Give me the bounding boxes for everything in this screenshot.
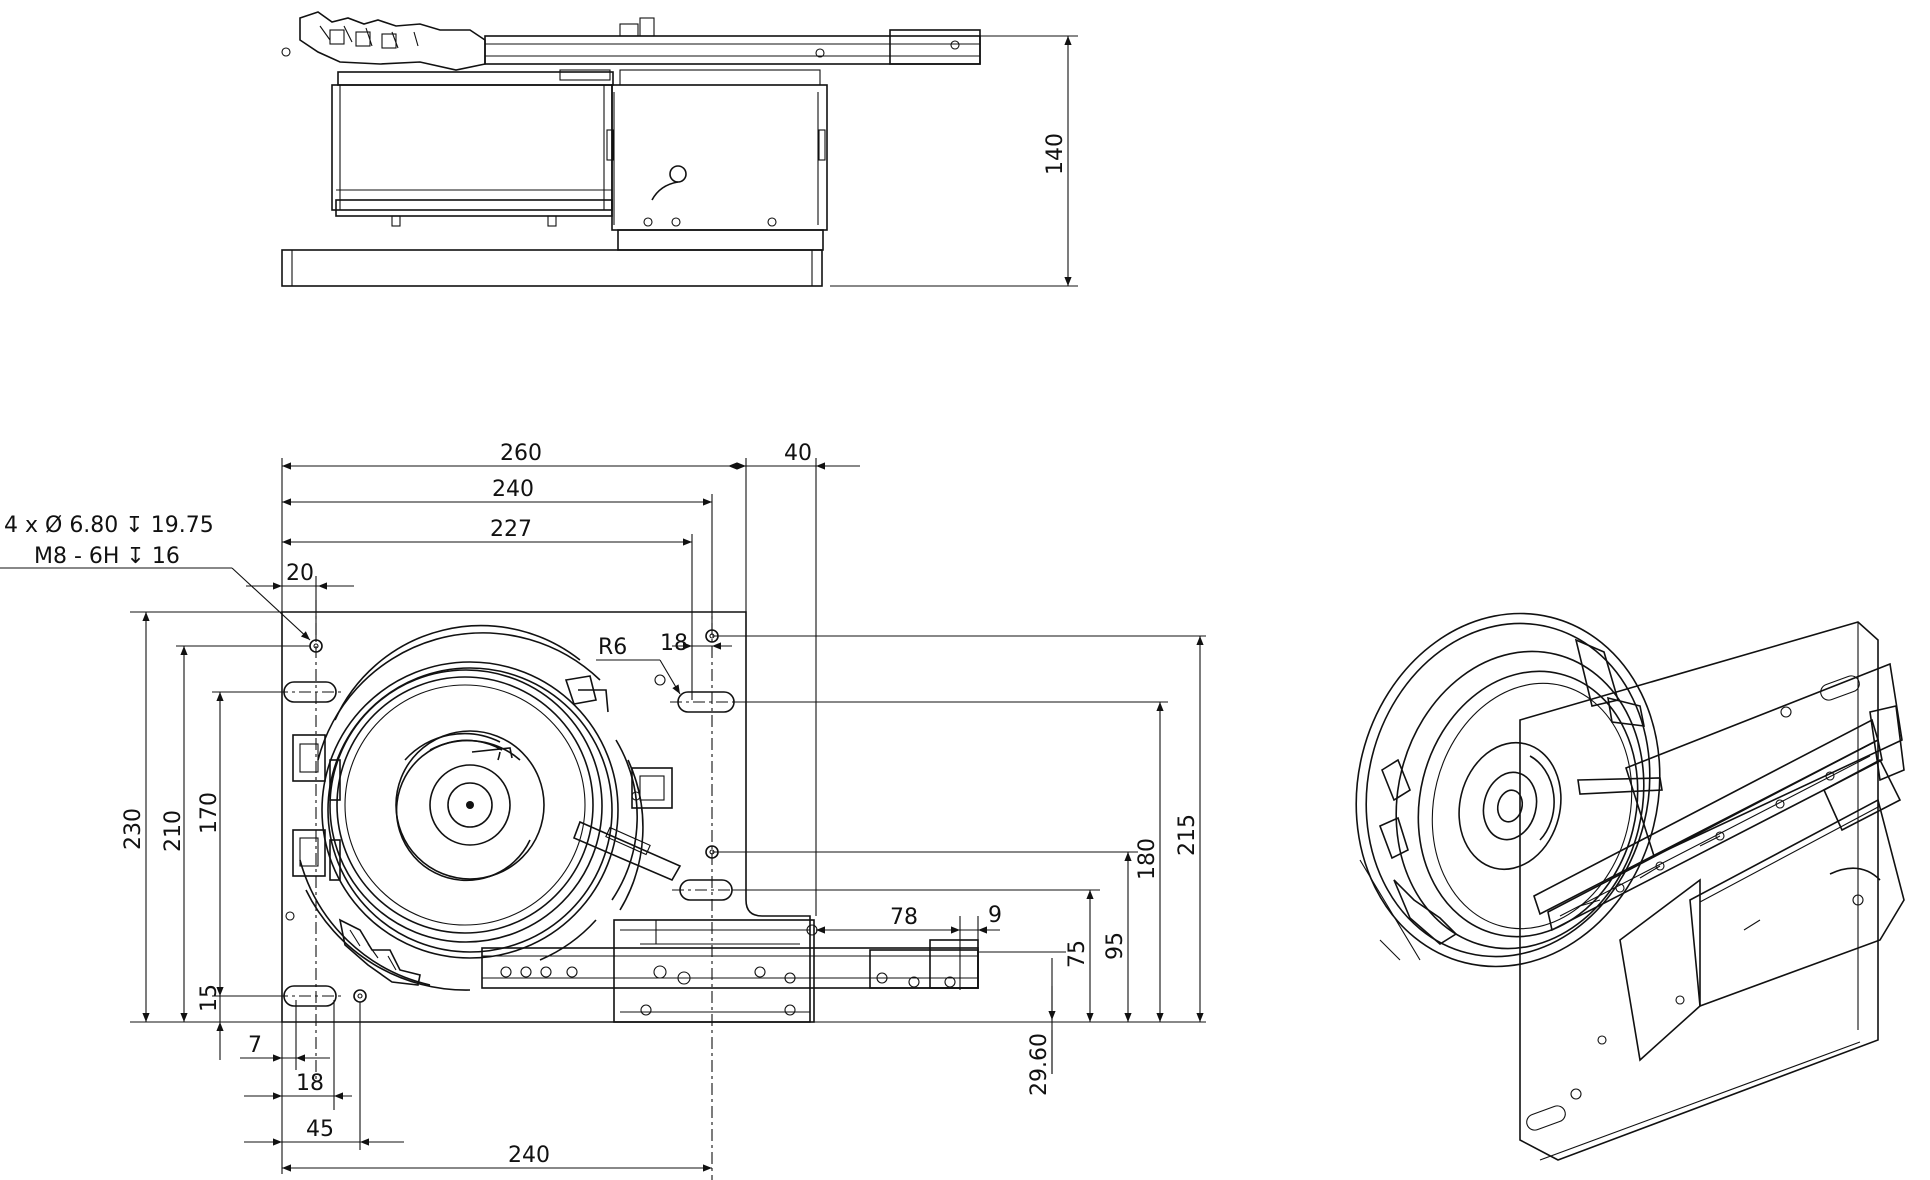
dim-18-bottom-label: 18 — [296, 1071, 324, 1096]
dim-20-label: 20 — [286, 561, 314, 586]
plan-view — [276, 600, 979, 1180]
dim-45-label: 45 — [306, 1117, 334, 1142]
dim-40-label: 40 — [784, 441, 812, 466]
dim-r6-label: R6 — [598, 635, 627, 660]
dim-215-label: 215 — [1175, 814, 1200, 856]
dim-170-label: 170 — [197, 792, 222, 834]
isometric-view — [1355, 612, 1905, 1161]
plan-dimensions: 260 40 240 227 20 4 x Ø 6.80 ↧ 19.75 M8 … — [0, 441, 1206, 1174]
dim-140-label: 140 — [1043, 133, 1068, 175]
dim-227-label: 227 — [490, 517, 532, 542]
dim-95-label: 95 — [1103, 932, 1128, 960]
dim-230-label: 230 — [121, 808, 146, 850]
bowl — [292, 624, 682, 991]
dim-260-label: 260 — [500, 441, 542, 466]
dim-9-label: 9 — [988, 903, 1002, 928]
hole-note-line2: M8 - 6H ↧ 16 — [34, 544, 180, 569]
dim-210-label: 210 — [161, 810, 186, 852]
dim-180-label: 180 — [1135, 838, 1160, 880]
hole-note-line1: 4 x Ø 6.80 ↧ 19.75 — [4, 513, 214, 538]
dim-78-label: 78 — [890, 905, 918, 930]
linear-track — [481, 919, 979, 1023]
dim-140: 140 — [830, 35, 1078, 287]
dim-75-label: 75 — [1065, 940, 1090, 968]
dim-18-top-label: 18 — [660, 631, 688, 656]
dim-240-top-label: 240 — [492, 477, 534, 502]
dim-240-bottom-label: 240 — [508, 1143, 550, 1168]
side-view — [281, 11, 981, 287]
dim-7-label: 7 — [248, 1033, 262, 1058]
dim-15-label: 15 — [197, 984, 222, 1012]
dim-29-60-label: 29.60 — [1027, 1033, 1052, 1096]
